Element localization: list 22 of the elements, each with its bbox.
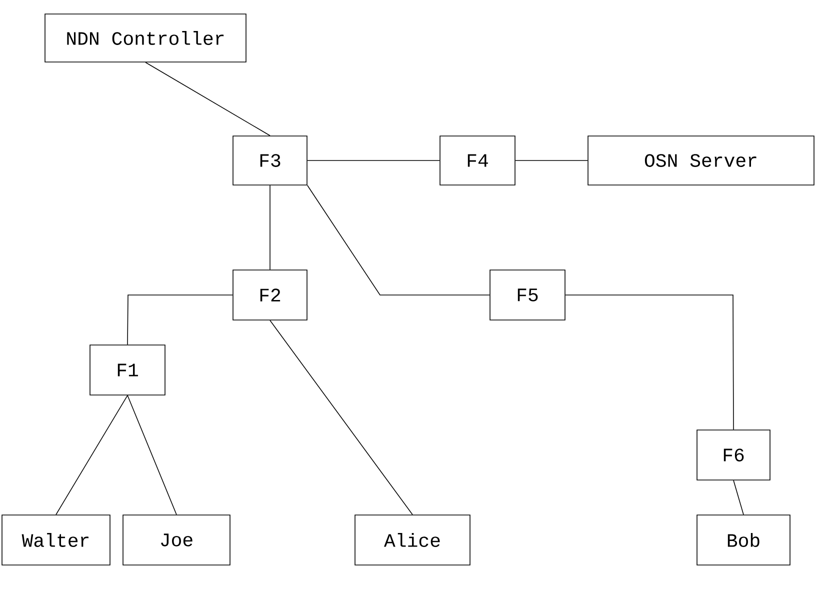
connector-line bbox=[145, 62, 270, 136]
switch-box: F2 bbox=[232, 270, 308, 320]
connector-line bbox=[733, 480, 744, 515]
connector-line bbox=[307, 185, 490, 296]
switch-box: F5 bbox=[490, 270, 566, 320]
connector-line bbox=[515, 160, 588, 161]
switch-box: F6 bbox=[696, 430, 770, 480]
switch-box: Bob bbox=[696, 514, 790, 566]
switch-box: OSN Server bbox=[588, 136, 814, 186]
switch-box: F1 bbox=[90, 344, 166, 396]
connector-line bbox=[307, 160, 440, 161]
connector-line bbox=[565, 294, 734, 430]
switch-box: F4 bbox=[440, 136, 516, 186]
connector-line bbox=[56, 395, 128, 515]
connector-line bbox=[127, 294, 233, 345]
switch-box: Alice bbox=[354, 514, 470, 566]
switch-box: F3 bbox=[232, 136, 308, 186]
connector-line bbox=[270, 320, 413, 515]
switch-box: Joe bbox=[122, 514, 230, 566]
connector-line bbox=[127, 395, 177, 515]
switch-box: Walter bbox=[2, 514, 110, 566]
switch-box: NDN Controller bbox=[44, 14, 246, 62]
